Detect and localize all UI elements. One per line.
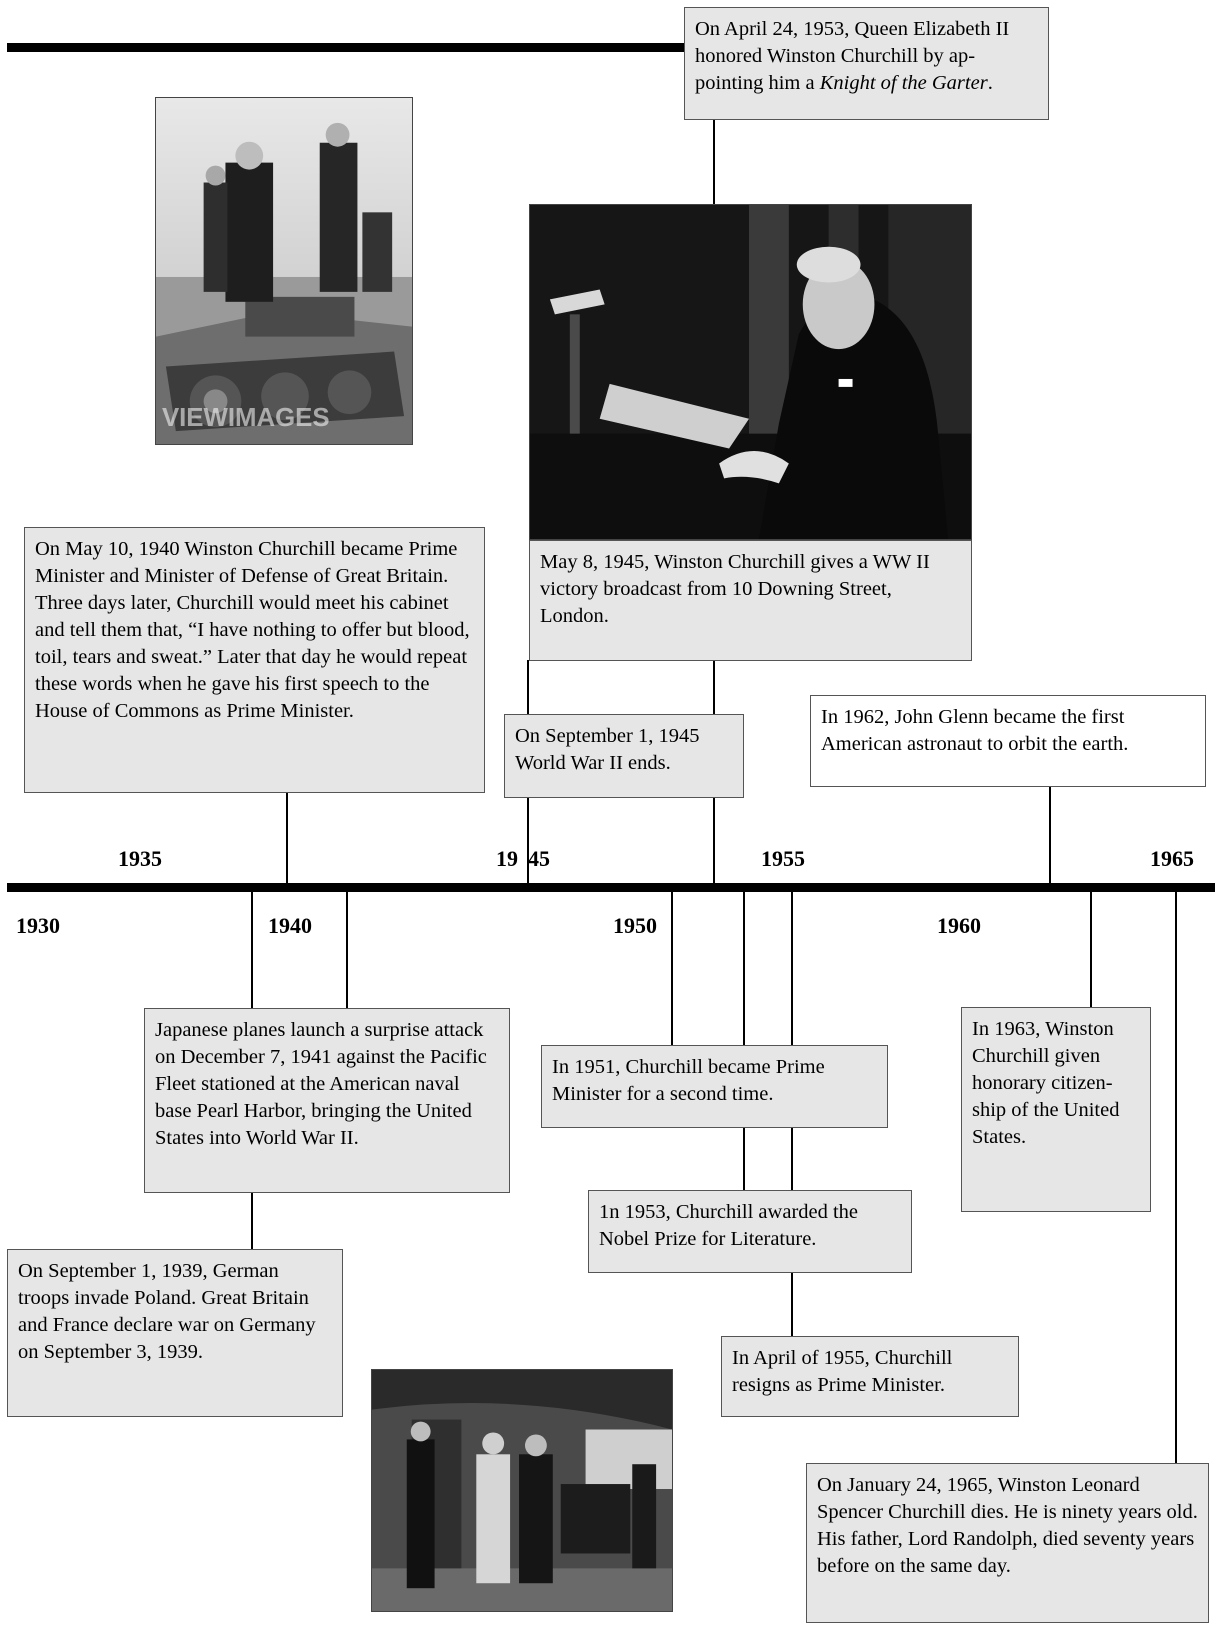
event-pearl-harbor: Japanese planes launch a surprise attack… <box>144 1008 510 1193</box>
timeline-axis <box>7 883 1215 892</box>
event-ww2-ends: On September 1, 1945 World War II ends. <box>504 714 744 798</box>
photo-churchill-broadcast <box>529 204 972 540</box>
event-pm-1951: In 1951, Churchill became Prime Minister… <box>541 1045 888 1128</box>
connector-pearl <box>346 890 348 1010</box>
year-label-1955: 1955 <box>761 846 805 871</box>
connector-garter <box>713 118 715 204</box>
year-label-1930: 1930 <box>16 913 60 938</box>
connector-citizenship <box>1090 890 1092 1010</box>
tank-watermark: VIEWIMAGES <box>162 404 330 432</box>
connector-pm1940 <box>286 792 288 887</box>
year-label-1960: 1960 <box>937 913 981 938</box>
connector-death <box>1175 890 1177 1466</box>
event-ve-day: May 8, 1945, Winston Churchill gives a W… <box>529 540 972 661</box>
year-label-1965: 1965 <box>1150 846 1194 871</box>
year-label-1945b: 45 <box>528 846 550 871</box>
event-poland: On September 1, 1939, German troops inva… <box>7 1249 343 1417</box>
event-garter: On April 24, 1953, Queen Elizabeth II ho… <box>684 7 1049 120</box>
photo-churchill-tank: VIEWIMAGES <box>155 97 413 445</box>
photo-churchill-ship <box>371 1369 673 1612</box>
year-label-1950: 1950 <box>613 913 657 938</box>
connector-nobel <box>743 890 745 1190</box>
event-death: On January 24, 1965, Winston Leonard Spe… <box>806 1463 1209 1623</box>
year-label-1935: 1935 <box>118 846 162 871</box>
top-bar <box>7 43 687 52</box>
year-label-1940: 1940 <box>268 913 312 938</box>
connector-glenn <box>1049 786 1051 887</box>
year-label-1945a: 19 <box>496 846 518 871</box>
connector-pm1951 <box>671 890 673 1045</box>
event-resigns: In April of 1955, Churchill resigns as P… <box>721 1336 1019 1417</box>
event-glenn: In 1962, John Glenn became the first Ame… <box>810 695 1206 787</box>
event-nobel: 1n 1953, Churchill awarded the Nobel Pri… <box>588 1190 912 1273</box>
event-citizenship: In 1963, Winston Churchill given honorar… <box>961 1007 1151 1212</box>
event-pm-1940: On May 10, 1940 Winston Churchill became… <box>24 527 485 793</box>
